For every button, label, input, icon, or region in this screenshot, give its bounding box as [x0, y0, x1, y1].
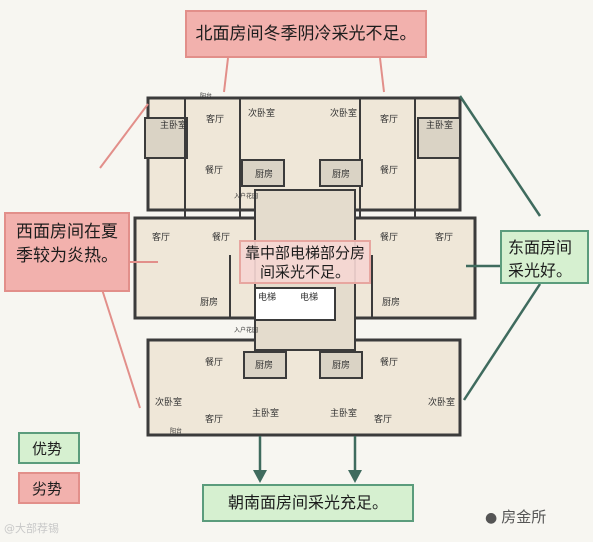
east-connector-top [458, 95, 542, 217]
north-connector-right [379, 57, 385, 93]
south-callout: 朝南面房间采光充足。 [202, 484, 414, 522]
label-elevator-2: 电梯 [300, 291, 318, 303]
label-dining-n2: 餐厅 [380, 164, 398, 176]
label-second-se: 次卧室 [428, 396, 455, 408]
label-kitchen-s2: 厨房 [332, 359, 350, 371]
north-callout: 北面房间冬季阴冷采光不足。 [185, 10, 427, 58]
label-dining-n1: 餐厅 [205, 164, 223, 176]
bath-nw [144, 117, 188, 159]
wechat-icon: ● [485, 510, 498, 526]
north-connector-left [223, 57, 229, 93]
bath-ne [417, 117, 461, 159]
label-kitchen-n2: 厨房 [332, 168, 350, 180]
west-connector-bottom [99, 282, 141, 409]
label-living-ne: 客厅 [380, 113, 398, 125]
legend-advantage: 优势 [18, 432, 80, 464]
disadvantage-connectors [99, 57, 385, 409]
east-connector-bottom [462, 283, 542, 401]
label-living-sw: 客厅 [205, 413, 223, 425]
kitchen-s1-outline [243, 351, 287, 379]
label-kitchen-n1: 厨房 [255, 168, 273, 180]
label-living-nw: 客厅 [206, 113, 224, 125]
kitchen-n2-outline [319, 159, 363, 187]
advantage-connectors [258, 95, 542, 470]
south-wing [146, 338, 462, 437]
west-connector-top [99, 103, 149, 169]
label-second-sw: 次卧室 [155, 396, 182, 408]
room-labels: 主卧室 客厅 次卧室 次卧室 客厅 主卧室 餐厅 餐厅 厨房 厨房 客厅 餐厅 … [152, 92, 455, 435]
label-balcony-n: 阳台 [200, 92, 212, 100]
label-dining-s2: 餐厅 [380, 356, 398, 368]
label-master-nw: 主卧室 [160, 119, 187, 131]
living-ne-outline [359, 97, 416, 219]
east-callout: 东面房间采光好。 [500, 230, 589, 284]
living-nw-outline [184, 97, 241, 219]
label-master-s2: 主卧室 [330, 407, 357, 419]
south-arrow-left-head [253, 470, 267, 483]
label-entry-n: 入户花园 [234, 192, 258, 200]
kitchen-n1-outline [241, 159, 285, 187]
label-dining-s1: 餐厅 [205, 356, 223, 368]
legend-disadvantage: 劣势 [18, 472, 80, 504]
label-second-n1: 次卧室 [248, 107, 275, 119]
watermark-left: @大部荐锡 [4, 522, 59, 535]
label-entry-s: 入户花园 [234, 326, 258, 334]
watermark-right: ●房金所 [485, 506, 546, 527]
south-arrow-right-head [348, 470, 362, 483]
label-balcony-s: 阳台 [170, 427, 182, 435]
label-master-ne: 主卧室 [426, 119, 453, 131]
kitchen-s2-outline [319, 351, 363, 379]
label-second-n2: 次卧室 [330, 107, 357, 119]
label-dining-w: 餐厅 [212, 231, 230, 243]
watermark-right-text: 房金所 [501, 508, 547, 526]
label-dining-e: 餐厅 [380, 231, 398, 243]
label-living-w: 客厅 [152, 231, 170, 243]
center-callout: 靠中部电梯部分房间采光不足。 [239, 240, 371, 284]
label-living-e: 客厅 [435, 231, 453, 243]
label-kitchen-w: 厨房 [200, 296, 218, 308]
label-kitchen-e: 厨房 [382, 296, 400, 308]
label-kitchen-s1: 厨房 [255, 359, 273, 371]
elevator-block [254, 287, 336, 321]
label-master-s1: 主卧室 [252, 407, 279, 419]
label-living-se: 客厅 [374, 413, 392, 425]
label-elevator-1: 电梯 [258, 291, 276, 303]
west-callout: 西面房间在夏季较为炎热。 [4, 212, 130, 292]
